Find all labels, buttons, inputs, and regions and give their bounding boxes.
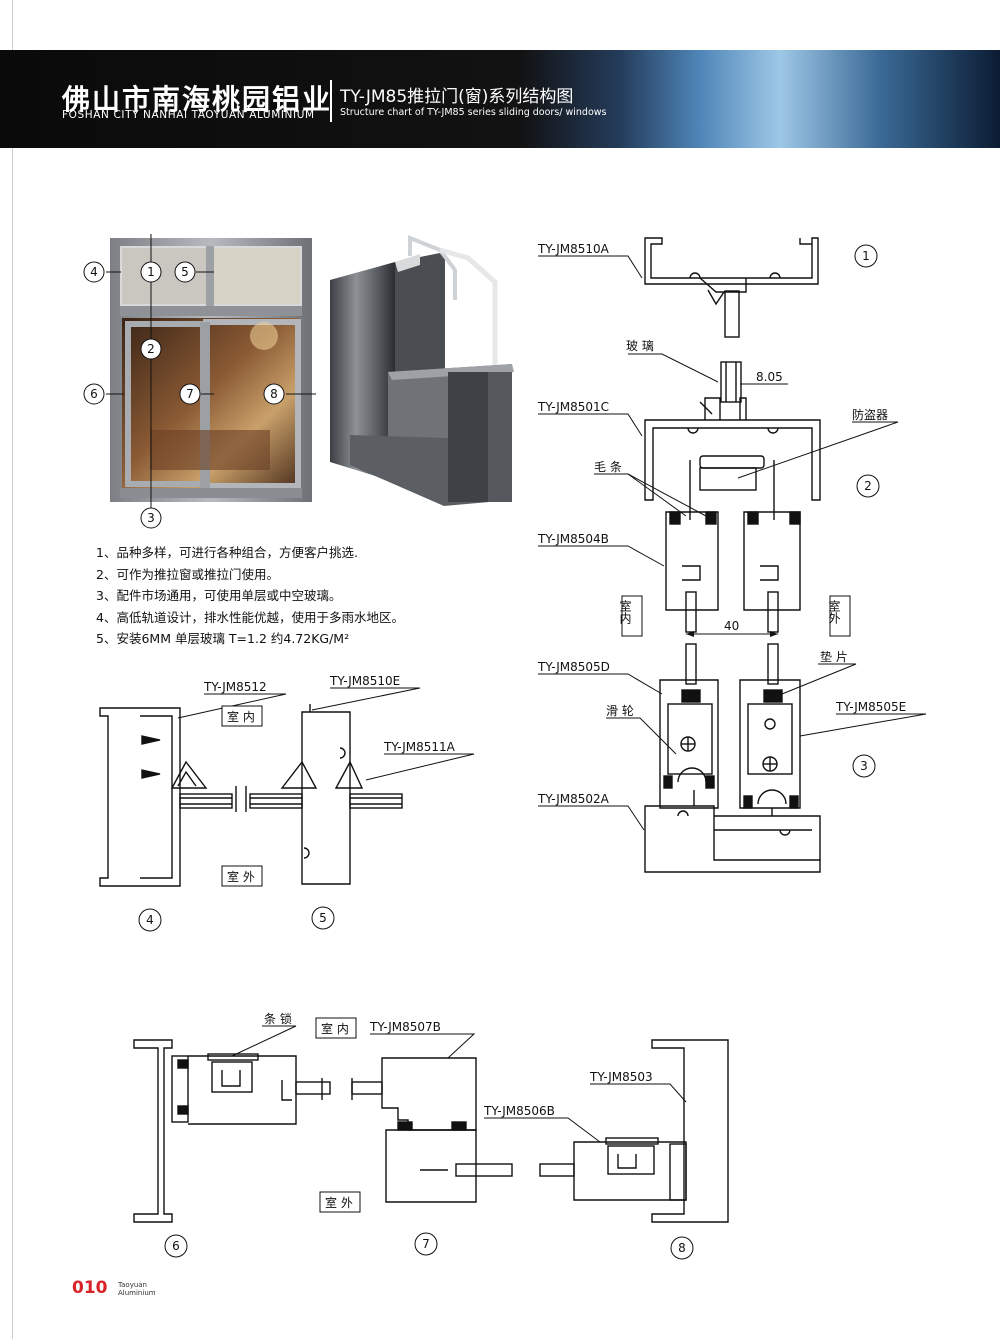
- page-subtitle: Structure chart of TY-JM85 series slidin…: [340, 107, 607, 118]
- right-marker-3: 3: [852, 754, 876, 778]
- right-marker-1: 1: [854, 244, 878, 268]
- svg-text:1: 1: [862, 249, 870, 263]
- vertical-diagram-leaders: [538, 255, 927, 831]
- svg-text:7: 7: [186, 387, 194, 401]
- label-pad: 垫 片: [820, 649, 848, 664]
- note-item: 5、安装6MM 单层玻璃 T=1.2 约4.72KG/M²: [96, 631, 350, 646]
- label-8512: TY-JM8512: [203, 680, 267, 694]
- photo-marker-5: 5: [174, 261, 196, 283]
- section-4-5-diagram: [99, 704, 403, 887]
- photo-marker-3: 3: [140, 507, 162, 529]
- section-45-leaders: [177, 687, 475, 781]
- right-marker-2: 2: [856, 474, 880, 498]
- company-name-en: FOSHAN CITY NANHAI TAOYUAN ALUMINIUM: [62, 109, 315, 121]
- svg-text:8: 8: [270, 387, 278, 401]
- photo-marker-4: 4: [83, 261, 105, 283]
- section-678-leaders: [231, 1025, 687, 1143]
- label-dim-805: 8.05: [756, 370, 783, 384]
- svg-text:2: 2: [147, 342, 155, 356]
- header-divider: [330, 80, 332, 122]
- footer-brand: Taoyuan Aluminium: [118, 1281, 156, 1297]
- svg-text:6: 6: [90, 387, 98, 401]
- svg-text:3: 3: [860, 759, 868, 773]
- svg-text:8: 8: [678, 1241, 686, 1255]
- label-8506b: TY-JM8506B: [483, 1104, 555, 1118]
- label-dim-40: 40: [724, 619, 739, 633]
- svg-text:室 内: 室 内: [227, 709, 255, 724]
- label-8501c: TY-JM8501C: [537, 400, 609, 414]
- photo-marker-8: 8: [263, 383, 285, 405]
- vertical-section-diagram: [644, 237, 821, 873]
- section-marker-6: 6: [164, 1234, 188, 1258]
- svg-text:3: 3: [147, 511, 155, 525]
- section-marker-7: 7: [414, 1232, 438, 1256]
- outdoor-vertical-box: 室外: [827, 595, 851, 637]
- label-lock: 条 锁: [264, 1011, 292, 1026]
- svg-text:7: 7: [422, 1237, 430, 1251]
- note-item: 3、配件市场通用，可使用单层或中空玻璃。: [96, 588, 342, 603]
- company-name: 佛山市南海桃园铝业: [62, 83, 333, 116]
- header-banner: [0, 50, 1000, 148]
- label-8510e: TY-JM8510E: [329, 674, 400, 688]
- label-brush: 毛 条: [594, 460, 622, 474]
- page-number: 010: [72, 1278, 108, 1298]
- svg-text:室内: 室内: [618, 599, 632, 624]
- label-glass: 玻 璃: [626, 339, 654, 353]
- photo-marker-6: 6: [83, 383, 105, 405]
- label-8507b: TY-JM8507B: [369, 1020, 441, 1034]
- indoor-vertical-box: 室内: [618, 595, 643, 637]
- label-8504b: TY-JM8504B: [537, 532, 609, 546]
- svg-text:4: 4: [90, 265, 98, 279]
- label-8505e: TY-JM8505E: [835, 700, 906, 714]
- outdoor-box-678: 室 外: [319, 1191, 361, 1213]
- note-item: 2、可作为推拉窗或推拉门使用。: [96, 566, 279, 582]
- svg-text:室 外: 室 外: [325, 1195, 353, 1210]
- outdoor-box-45: 室 外: [221, 865, 263, 887]
- page-margin-line: [12, 0, 13, 1339]
- footer-brand-line2: Aluminium: [118, 1289, 156, 1297]
- section-marker-5: 5: [311, 906, 335, 930]
- svg-text:4: 4: [146, 913, 154, 927]
- feature-notes: 1、品种多样，可进行各种组合，方便客户挑选. 2、可作为推拉窗或推拉门使用。 3…: [96, 542, 404, 650]
- photo-marker-2: 2: [140, 338, 162, 360]
- section-marker-8: 8: [670, 1236, 694, 1260]
- section-marker-4: 4: [138, 908, 162, 932]
- label-roller: 滑 轮: [606, 704, 634, 718]
- svg-text:6: 6: [172, 1239, 180, 1253]
- label-8502a: TY-JM8502A: [537, 792, 610, 806]
- label-8503: TY-JM8503: [589, 1070, 653, 1084]
- svg-text:1: 1: [147, 265, 155, 279]
- indoor-box-678: 室 内: [315, 1017, 357, 1039]
- svg-text:5: 5: [181, 265, 189, 279]
- indoor-box-45: 室 内: [221, 705, 263, 727]
- svg-text:5: 5: [319, 911, 327, 925]
- svg-text:室 内: 室 内: [321, 1021, 349, 1036]
- note-item: 1、品种多样，可进行各种组合，方便客户挑选.: [96, 545, 358, 560]
- page-title: TY-JM85推拉门(窗)系列结构图: [340, 87, 574, 107]
- label-8511a: TY-JM8511A: [383, 740, 456, 754]
- note-item: 4、高低轨道设计，排水性能优越，使用于多雨水地区。: [96, 609, 404, 625]
- label-8510a: TY-JM8510A: [537, 242, 610, 256]
- profile-3d-photo: [330, 235, 514, 506]
- svg-text:室 外: 室 外: [227, 869, 255, 884]
- photo-marker-7: 7: [179, 383, 201, 405]
- label-anti-theft: 防盗器: [852, 407, 888, 422]
- svg-text:2: 2: [864, 479, 872, 493]
- window-photo: [110, 238, 312, 502]
- svg-text:室外: 室外: [827, 599, 841, 624]
- footer-brand-line1: Taoyuan: [118, 1281, 147, 1289]
- section-6-7-8-diagram: [133, 1039, 729, 1223]
- photo-marker-1: 1: [140, 261, 162, 283]
- label-8505d: TY-JM8505D: [537, 660, 610, 674]
